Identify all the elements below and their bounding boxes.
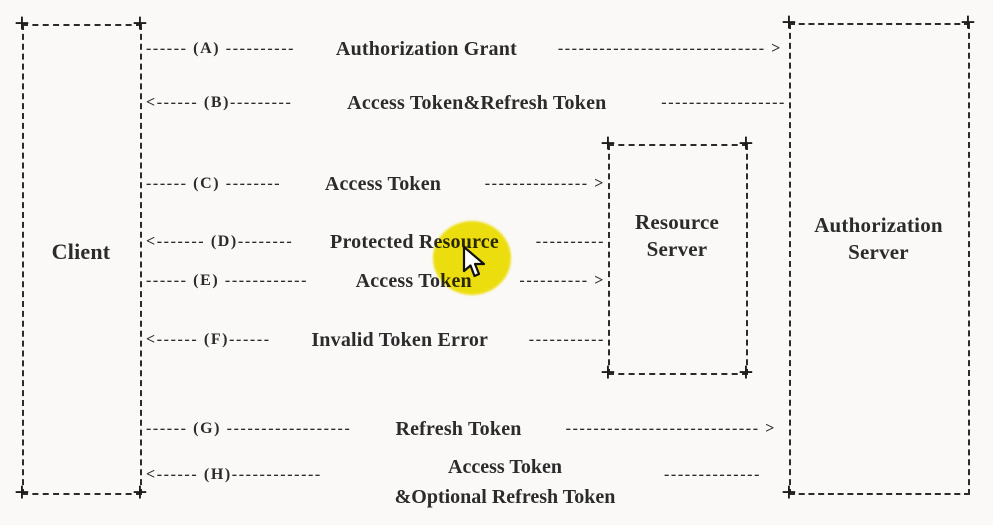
flow-c-left-dashes: ------ (C) -------- bbox=[146, 175, 282, 192]
flow-a-authorization-grant: ------ (A) ---------- Authorization Gran… bbox=[146, 36, 782, 62]
flow-h-right-segment: -------------- bbox=[664, 462, 761, 488]
authorization-server-box-label: Authorization Server bbox=[789, 212, 968, 266]
corner-mark: + bbox=[132, 7, 148, 38]
corner-mark: + bbox=[738, 127, 754, 158]
flow-h-arrow-left-segment: <------ (H)------------- bbox=[146, 462, 322, 488]
flow-c-label: Access Token bbox=[324, 173, 442, 195]
flow-b-access-refresh-token: <------ (B)--------- Access Token&Refres… bbox=[146, 90, 786, 116]
resource-server-label-line1: Resource bbox=[634, 210, 720, 234]
flow-f-right-dashes: ----------- bbox=[528, 331, 605, 348]
corner-mark: + bbox=[600, 356, 616, 387]
flow-c-access-token: ------ (C) -------- Access Token -------… bbox=[146, 171, 605, 197]
flow-g-refresh-token: ------ (G) ------------------ Refresh To… bbox=[146, 416, 776, 442]
corner-mark: + bbox=[14, 7, 30, 38]
flow-b-arrow-left: <------ (B)--------- bbox=[146, 94, 293, 111]
resource-server-box bbox=[608, 144, 748, 375]
resource-server-label-line2: Server bbox=[646, 237, 708, 261]
flow-h-label: Access Token &Optional Refresh Token bbox=[350, 452, 660, 512]
flow-f-invalid-token-error: <------ (F)------ Invalid Token Error --… bbox=[146, 327, 605, 353]
resource-server-box-label: Resource Server bbox=[608, 209, 746, 263]
flow-a-left-dashes: ------ (A) ---------- bbox=[146, 40, 296, 57]
authorization-server-label-line1: Authorization bbox=[814, 213, 943, 237]
corner-mark: + bbox=[960, 6, 976, 37]
mouse-cursor-icon bbox=[461, 245, 488, 286]
client-box-label: Client bbox=[51, 239, 111, 264]
flow-b-label: Access Token&Refresh Token bbox=[347, 92, 607, 114]
flow-g-left-dashes: ------ (G) ------------------ bbox=[146, 420, 352, 437]
authorization-server-label-line2: Server bbox=[848, 240, 909, 264]
flow-f-label: Invalid Token Error bbox=[311, 329, 489, 351]
corner-mark: + bbox=[14, 476, 30, 507]
corner-mark: + bbox=[781, 6, 797, 37]
flow-e-access-token: ------ (E) ------------ Access Token ---… bbox=[146, 268, 605, 294]
flow-h-right-dashes: -------------- bbox=[664, 466, 761, 483]
corner-mark: + bbox=[738, 356, 754, 387]
flow-f-arrow-left: <------ (F)------ bbox=[146, 331, 271, 348]
corner-mark: + bbox=[600, 127, 616, 158]
flow-d-right-dashes: ---------- bbox=[535, 233, 605, 250]
flow-e-arrow-right: ---------- > bbox=[519, 272, 605, 289]
flow-e-left-dashes: ------ (E) ------------ bbox=[146, 272, 309, 289]
flow-g-label: Refresh Token bbox=[395, 418, 522, 440]
flow-b-right-dashes: ------------------ bbox=[661, 94, 786, 111]
authorization-server-box bbox=[789, 23, 970, 495]
flow-d-arrow-left: <------- (D)-------- bbox=[146, 233, 294, 250]
corner-mark: + bbox=[132, 476, 148, 507]
corner-mark: + bbox=[781, 476, 797, 507]
flow-c-arrow-right: --------------- > bbox=[484, 175, 605, 192]
client-box bbox=[22, 24, 142, 495]
flow-h-arrow-left: <------ (H)------------- bbox=[146, 466, 322, 483]
flow-g-arrow-right: ---------------------------- > bbox=[565, 420, 776, 437]
flow-d-protected-resource: <------- (D)-------- Protected Resource … bbox=[146, 229, 605, 255]
flow-a-label: Authorization Grant bbox=[335, 38, 517, 60]
flow-h-label-line1: Access Token bbox=[448, 456, 562, 478]
flow-h-label-line2: &Optional Refresh Token bbox=[394, 486, 616, 508]
flow-a-arrow-right: ------------------------------ > bbox=[557, 40, 782, 57]
